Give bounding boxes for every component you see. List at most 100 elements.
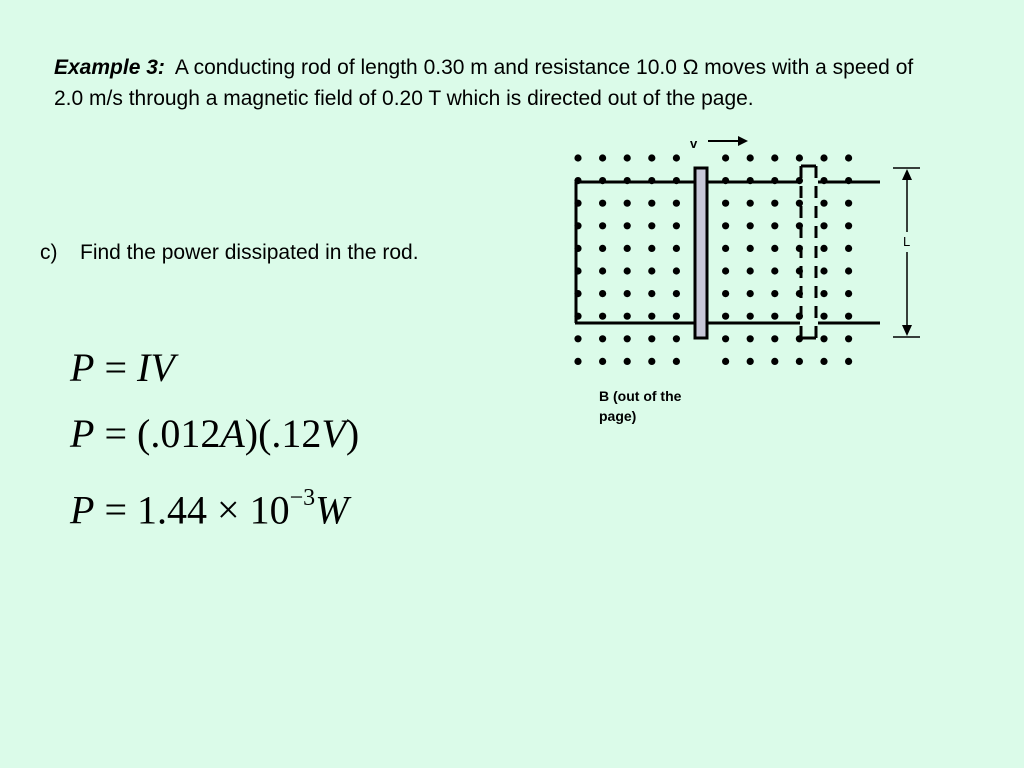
field-dot	[574, 335, 582, 343]
magnetic-field-dots	[574, 154, 853, 365]
field-dot	[722, 199, 730, 207]
eq2-voltage-unit: V	[321, 411, 346, 456]
field-dot	[820, 222, 828, 230]
field-dot	[845, 199, 853, 207]
field-dot	[574, 154, 582, 162]
field-dot	[820, 244, 828, 252]
field-dot	[771, 244, 779, 252]
field-dot	[722, 357, 730, 365]
field-dot	[771, 154, 779, 162]
eq3-equals: =	[104, 487, 127, 533]
field-dot	[623, 222, 631, 230]
field-dot	[599, 290, 607, 298]
field-dot	[648, 199, 656, 207]
problem-statement: Example 3:A conducting rod of length 0.3…	[54, 52, 914, 114]
field-dot	[722, 222, 730, 230]
field-dot	[820, 335, 828, 343]
field-dot	[746, 290, 754, 298]
field-dot	[771, 312, 779, 320]
field-dot	[771, 290, 779, 298]
field-dot	[623, 357, 631, 365]
field-dot	[746, 267, 754, 275]
field-dot	[672, 244, 681, 252]
field-dot	[623, 335, 631, 343]
field-dot	[746, 244, 754, 252]
field-dot	[599, 335, 607, 343]
field-dot	[845, 154, 853, 162]
field-dot	[599, 222, 607, 230]
field-dot	[820, 154, 828, 162]
field-dot	[845, 244, 853, 252]
eq3-lhs: P	[70, 487, 95, 533]
field-dot	[648, 357, 656, 365]
part-letter: c)	[40, 241, 58, 264]
field-dot	[771, 267, 779, 275]
field-dot	[845, 267, 853, 275]
eq1-equals: =	[104, 345, 127, 390]
eq2-equals: =	[104, 411, 127, 456]
eq1-lhs: P	[70, 345, 95, 390]
equation-power-substituted: P=(.012A)(.12V)	[70, 412, 359, 456]
field-caption: B (out of the page)	[599, 388, 682, 424]
eq3-exponent: −3	[289, 485, 316, 511]
eq2-close-paren: )	[345, 411, 360, 456]
length-dimension	[893, 167, 920, 338]
eq3-base: 10	[249, 487, 290, 533]
field-dot	[771, 335, 779, 343]
length-label: L	[903, 234, 910, 249]
field-dot	[845, 357, 853, 365]
field-dot	[672, 335, 681, 343]
field-dot	[820, 357, 828, 365]
field-dot	[574, 357, 582, 365]
field-dot	[672, 357, 681, 365]
field-dot	[845, 222, 853, 230]
eq1-rhs: IV	[137, 345, 175, 390]
field-dot	[648, 244, 656, 252]
part-question: Find the power dissipated in the rod.	[80, 241, 419, 264]
field-dot	[599, 199, 607, 207]
field-dot	[599, 312, 607, 320]
field-dot	[746, 222, 754, 230]
field-dot	[623, 267, 631, 275]
field-dot	[845, 312, 853, 320]
rails	[574, 180, 880, 325]
field-dot	[795, 357, 804, 365]
field-dot	[746, 199, 754, 207]
field-dot	[599, 357, 607, 365]
conducting-rod	[693, 166, 709, 340]
field-dot	[795, 199, 804, 207]
field-dot	[672, 312, 681, 320]
field-dot	[623, 154, 631, 162]
field-dot	[795, 154, 804, 162]
field-dot	[746, 335, 754, 343]
field-dot	[648, 312, 656, 320]
field-dot	[820, 267, 828, 275]
field-dot	[648, 222, 656, 230]
field-dot	[722, 290, 730, 298]
field-dot	[771, 222, 779, 230]
field-dot	[648, 154, 656, 162]
field-dot	[599, 267, 607, 275]
field-dot	[623, 312, 631, 320]
eq2-current-unit: A	[220, 411, 245, 456]
field-dot	[623, 199, 631, 207]
rod-future-position	[799, 166, 818, 338]
field-dot	[672, 222, 681, 230]
field-dot	[820, 312, 828, 320]
field-dot	[599, 244, 607, 252]
field-dot	[672, 199, 681, 207]
eq2-voltage-value: )(.12	[244, 411, 322, 456]
equation-power-iv: P=IV	[70, 346, 175, 390]
eq2-lhs: P	[70, 411, 95, 456]
field-dot	[722, 312, 730, 320]
field-dot	[672, 267, 681, 275]
field-dot	[746, 154, 754, 162]
eq3-times: ×	[217, 487, 240, 533]
eq3-unit: W	[315, 487, 349, 533]
field-dot	[771, 199, 779, 207]
field-dot	[648, 290, 656, 298]
field-dot	[722, 267, 730, 275]
field-dot	[599, 154, 607, 162]
example-label: Example 3:	[54, 56, 165, 79]
